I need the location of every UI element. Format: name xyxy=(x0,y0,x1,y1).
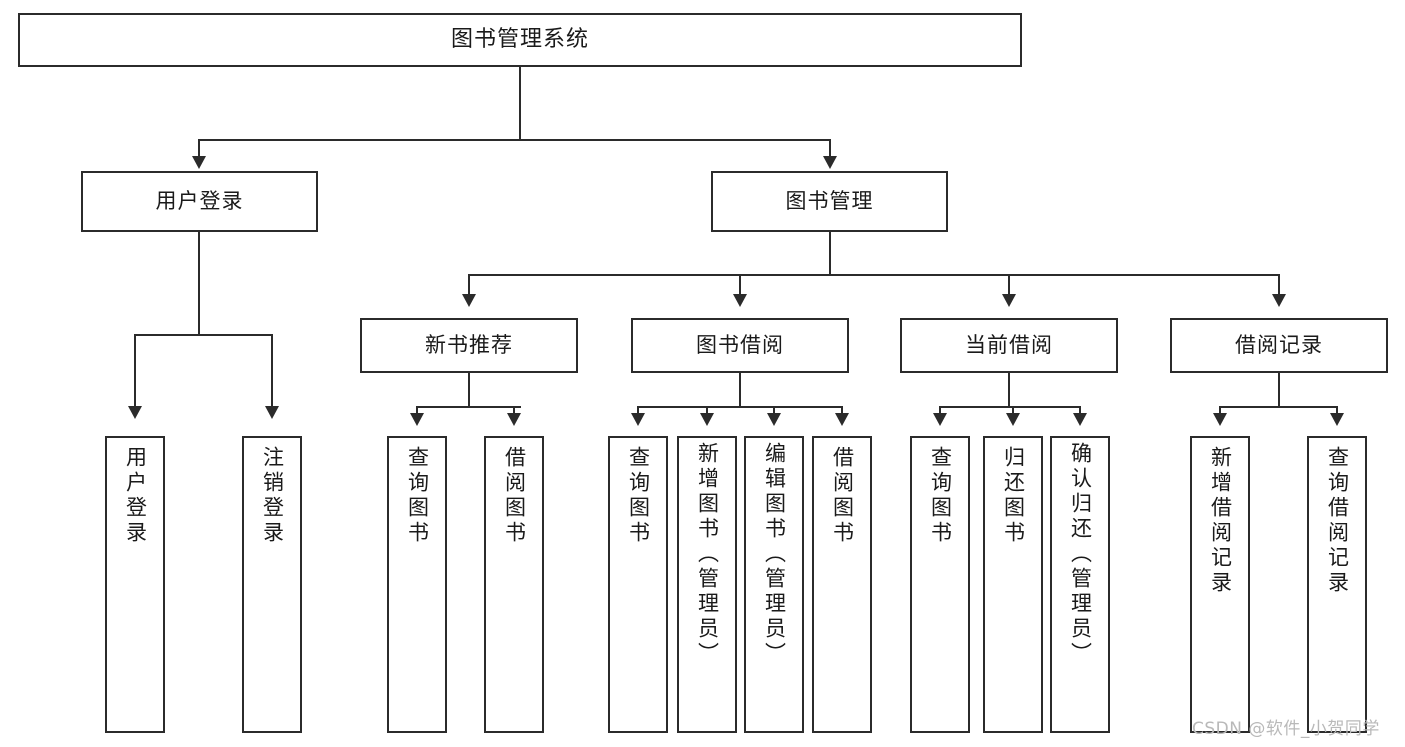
arrow-borrow-to-leaf4 xyxy=(835,413,849,426)
node-label: 当前借阅 xyxy=(965,333,1053,358)
connector-newbooks-to-leaf1 xyxy=(416,406,418,416)
leaf-label: 用户登录 xyxy=(123,446,148,546)
leaf-add-borrow-record[interactable]: 新增借阅记录 xyxy=(1190,436,1250,733)
leaf-query-books-current[interactable]: 查询图书 xyxy=(910,436,970,733)
connector-root-to-login xyxy=(198,139,200,159)
connector-current-to-leaf2 xyxy=(1012,406,1014,416)
leaf-label: 查询图书 xyxy=(928,446,953,546)
connector-bookmgmt-to-newbooks xyxy=(468,274,470,296)
leaf-label: 借阅图书 xyxy=(502,446,527,546)
node-label: 新书推荐 xyxy=(425,333,513,358)
connector-current-to-leaf1 xyxy=(939,406,941,416)
leaf-query-books-new[interactable]: 查询图书 xyxy=(387,436,447,733)
arrow-current-to-leaf1 xyxy=(933,413,947,426)
connector-bookmgmt-to-records xyxy=(1278,274,1280,296)
connector-records-to-leaf1 xyxy=(1219,406,1221,416)
arrow-records-to-leaf1 xyxy=(1213,413,1227,426)
leaf-user-logout[interactable]: 注销登录 xyxy=(242,436,302,733)
leaf-label: 查询图书 xyxy=(626,446,651,546)
arrow-current-to-leaf2 xyxy=(1006,413,1020,426)
connector-login-stem xyxy=(198,232,200,335)
arrow-root-to-bookmgmt xyxy=(823,156,837,169)
arrow-borrow-to-leaf3 xyxy=(767,413,781,426)
connector-newbooks-bus xyxy=(416,406,521,408)
leaf-confirm-return-admin[interactable]: 确认归还（管理员） xyxy=(1050,436,1110,733)
connector-borrow-to-leaf3 xyxy=(773,406,775,416)
connector-newbooks-to-leaf2 xyxy=(513,406,515,416)
leaf-label: 借阅图书 xyxy=(830,446,855,546)
leaf-label: 查询图书 xyxy=(405,446,430,546)
connector-bookmgmt-stem xyxy=(829,232,831,276)
node-label: 图书管理系统 xyxy=(450,27,589,53)
connector-borrow-to-leaf4 xyxy=(841,406,843,416)
leaf-edit-book-admin[interactable]: 编辑图书（管理员） xyxy=(744,436,804,733)
leaf-label: 注销登录 xyxy=(260,446,285,546)
node-new-book-recommend[interactable]: 新书推荐 xyxy=(360,318,578,373)
connector-bookmgmt-to-current xyxy=(1008,274,1010,296)
node-book-borrow[interactable]: 图书借阅 xyxy=(631,318,849,373)
leaf-user-login[interactable]: 用户登录 xyxy=(105,436,165,733)
leaf-label: 确认归还（管理员） xyxy=(1068,442,1093,667)
arrow-newbooks-to-leaf1 xyxy=(410,413,424,426)
node-label: 图书借阅 xyxy=(696,333,784,358)
leaf-label: 编辑图书（管理员） xyxy=(762,442,787,667)
node-root-system[interactable]: 图书管理系统 xyxy=(18,13,1022,67)
connector-current-stem xyxy=(1008,373,1010,408)
connector-bookmgmt-bus xyxy=(468,274,1280,276)
connector-login-bus xyxy=(134,334,273,336)
connector-borrow-to-leaf2 xyxy=(706,406,708,416)
leaf-borrow-books-new[interactable]: 借阅图书 xyxy=(484,436,544,733)
arrow-newbooks-to-leaf2 xyxy=(507,413,521,426)
node-book-management[interactable]: 图书管理 xyxy=(711,171,948,232)
leaf-query-borrow-record[interactable]: 查询借阅记录 xyxy=(1307,436,1367,733)
connector-login-to-leaf1 xyxy=(134,334,136,408)
arrow-bookmgmt-to-borrow xyxy=(733,294,747,307)
arrow-bookmgmt-to-records xyxy=(1272,294,1286,307)
node-label: 图书管理 xyxy=(785,189,874,214)
connector-current-bus xyxy=(939,406,1081,408)
leaf-label: 新增借阅记录 xyxy=(1208,446,1233,596)
connector-root-bus xyxy=(198,139,831,141)
arrow-borrow-to-leaf1 xyxy=(631,413,645,426)
arrow-login-to-leaf1 xyxy=(128,406,142,419)
connector-root-stem xyxy=(519,67,521,140)
connector-records-to-leaf2 xyxy=(1336,406,1338,416)
arrow-records-to-leaf2 xyxy=(1330,413,1344,426)
connector-records-stem xyxy=(1278,373,1280,408)
arrow-bookmgmt-to-current xyxy=(1002,294,1016,307)
leaf-query-books-borrow[interactable]: 查询图书 xyxy=(608,436,668,733)
node-borrow-records[interactable]: 借阅记录 xyxy=(1170,318,1388,373)
leaf-add-book-admin[interactable]: 新增图书（管理员） xyxy=(677,436,737,733)
leaf-label: 新增图书（管理员） xyxy=(695,442,720,667)
arrow-bookmgmt-to-newbooks xyxy=(462,294,476,307)
connector-bookmgmt-to-borrow xyxy=(739,274,741,296)
arrow-current-to-leaf3 xyxy=(1073,413,1087,426)
connector-records-bus xyxy=(1219,406,1337,408)
connector-borrow-stem xyxy=(739,373,741,408)
connector-borrow-to-leaf1 xyxy=(637,406,639,416)
arrow-login-to-leaf2 xyxy=(265,406,279,419)
csdn-watermark: CSDN @软件_小贺同学 xyxy=(1192,719,1380,739)
node-label: 用户登录 xyxy=(155,189,244,214)
connector-borrow-bus xyxy=(637,406,842,408)
arrow-root-to-login xyxy=(192,156,206,169)
leaf-label: 归还图书 xyxy=(1001,446,1026,546)
connector-login-to-leaf2 xyxy=(271,334,273,408)
leaf-return-books[interactable]: 归还图书 xyxy=(983,436,1043,733)
node-current-borrow[interactable]: 当前借阅 xyxy=(900,318,1118,373)
connector-newbooks-stem xyxy=(468,373,470,408)
leaf-borrow-books-borrow[interactable]: 借阅图书 xyxy=(812,436,872,733)
connector-current-to-leaf3 xyxy=(1079,406,1081,416)
connector-root-to-bookmgmt xyxy=(829,139,831,159)
node-user-login[interactable]: 用户登录 xyxy=(81,171,318,232)
leaf-label: 查询借阅记录 xyxy=(1325,446,1350,596)
node-label: 借阅记录 xyxy=(1235,333,1323,358)
arrow-borrow-to-leaf2 xyxy=(700,413,714,426)
